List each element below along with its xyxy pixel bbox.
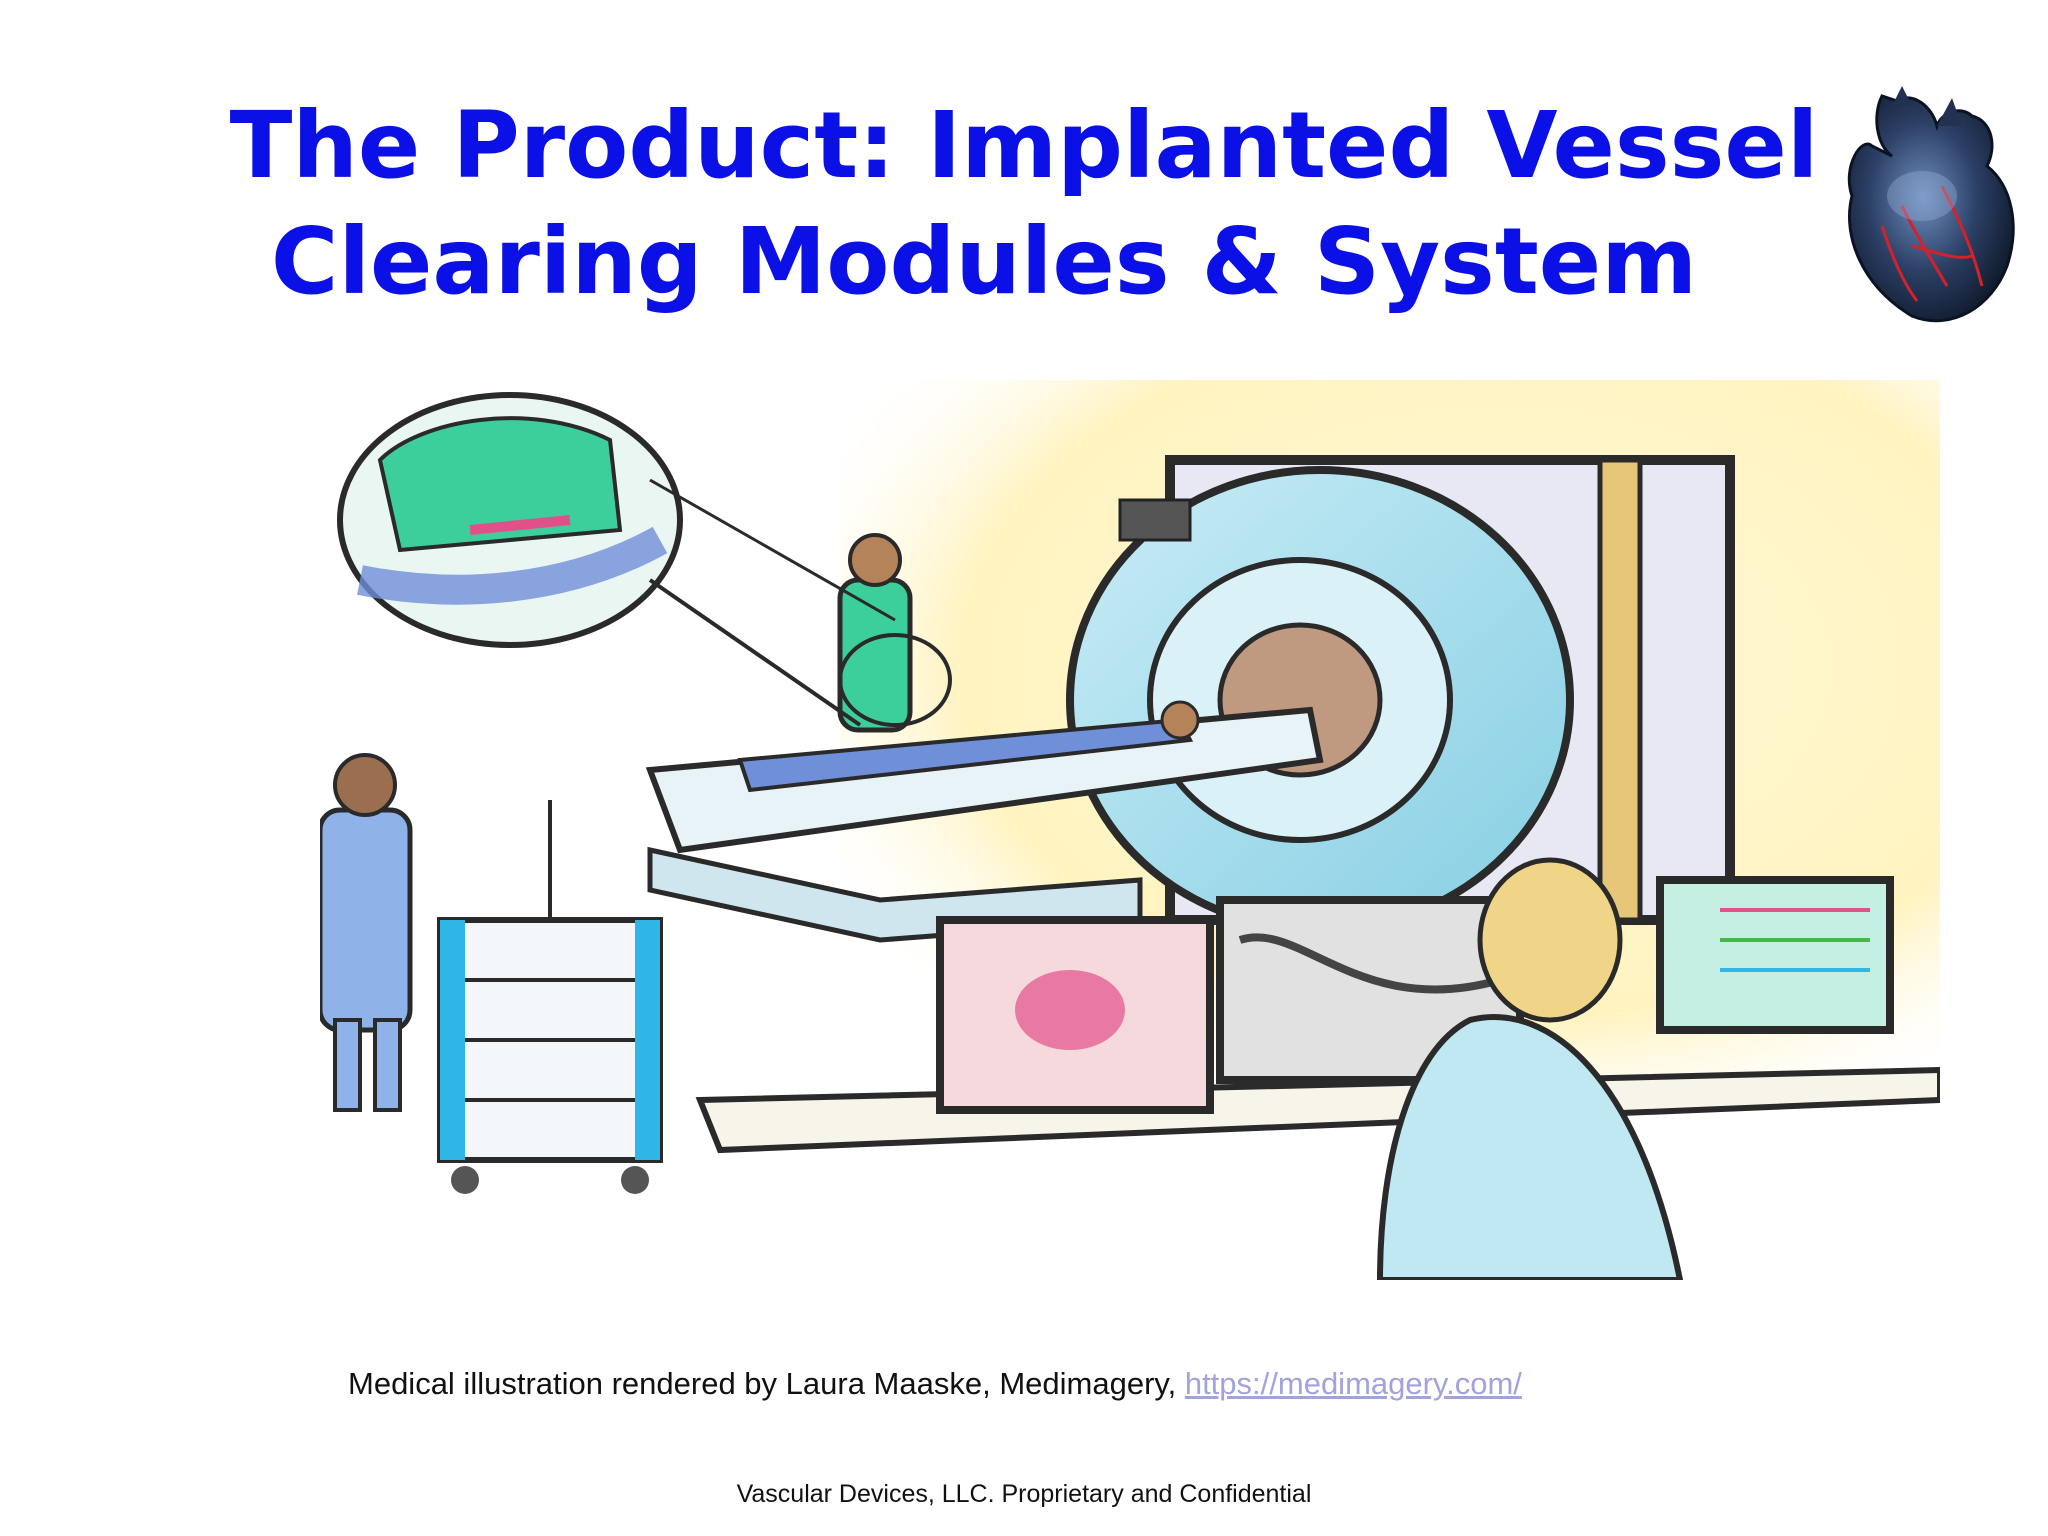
medical-illustration [320,380,1940,1280]
caption-text: Medical illustration rendered by Laura M… [348,1366,1185,1401]
slide-title: The Product: Implanted Vessel Clearing M… [0,88,2048,320]
footer-confidentiality: Vascular Devices, LLC. Proprietary and C… [736,1480,1312,1508]
heart-icon [1847,86,2015,323]
title-line-2: Clearing Modules & System [270,208,1698,315]
medimagery-link[interactable]: https://medimagery.com/ [1184,1366,1522,1401]
illustration-caption: Medical illustration rendered by Laura M… [348,1366,1522,1402]
title-line-1: The Product: Implanted Vessel [229,92,1819,199]
